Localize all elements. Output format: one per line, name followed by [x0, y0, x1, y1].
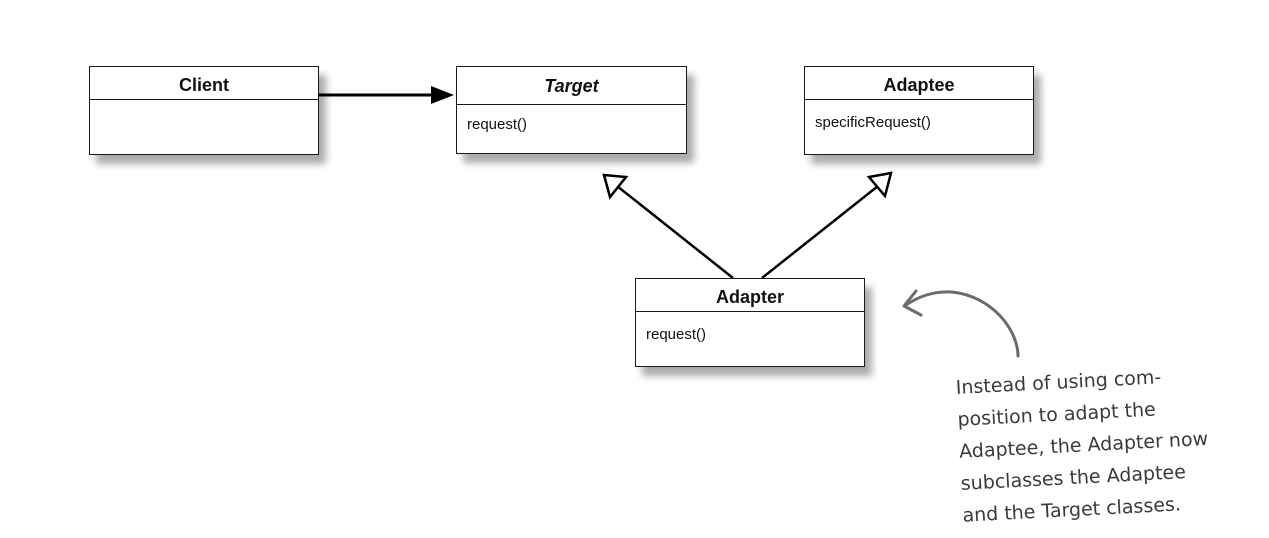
adaptee-class-name: Adaptee: [805, 67, 1033, 100]
adaptee-class-operations: specificRequest(): [805, 100, 1033, 131]
target-class: Target request(): [456, 66, 687, 154]
annotation-note: Instead of using com- position to adapt …: [955, 356, 1263, 531]
client-class-operations: [90, 100, 318, 114]
adaptee-operation-specific-request: specificRequest(): [815, 114, 931, 131]
client-class: Client: [89, 66, 319, 155]
target-class-operations: request(): [457, 105, 686, 133]
generalization-line-adapter-target: [616, 185, 734, 279]
generalization-triangle-target: [602, 173, 629, 200]
target-class-name: Target: [457, 67, 686, 105]
adaptee-class: Adaptee specificRequest(): [804, 66, 1034, 155]
association-arrowhead: [431, 86, 454, 104]
generalization-line-adapter-adaptee: [761, 185, 879, 279]
adapter-operation-request: request(): [646, 326, 707, 343]
client-class-name: Client: [90, 67, 318, 100]
annotation-arrowhead: [902, 289, 923, 317]
adapter-class-name: Adapter: [636, 279, 864, 312]
generalization-triangle-adaptee: [866, 171, 893, 199]
adapter-class: Adapter request(): [635, 278, 865, 367]
adapter-class-operations: request(): [636, 312, 864, 343]
annotation-arrow: [904, 290, 1020, 358]
target-operation-request: request(): [467, 116, 528, 133]
